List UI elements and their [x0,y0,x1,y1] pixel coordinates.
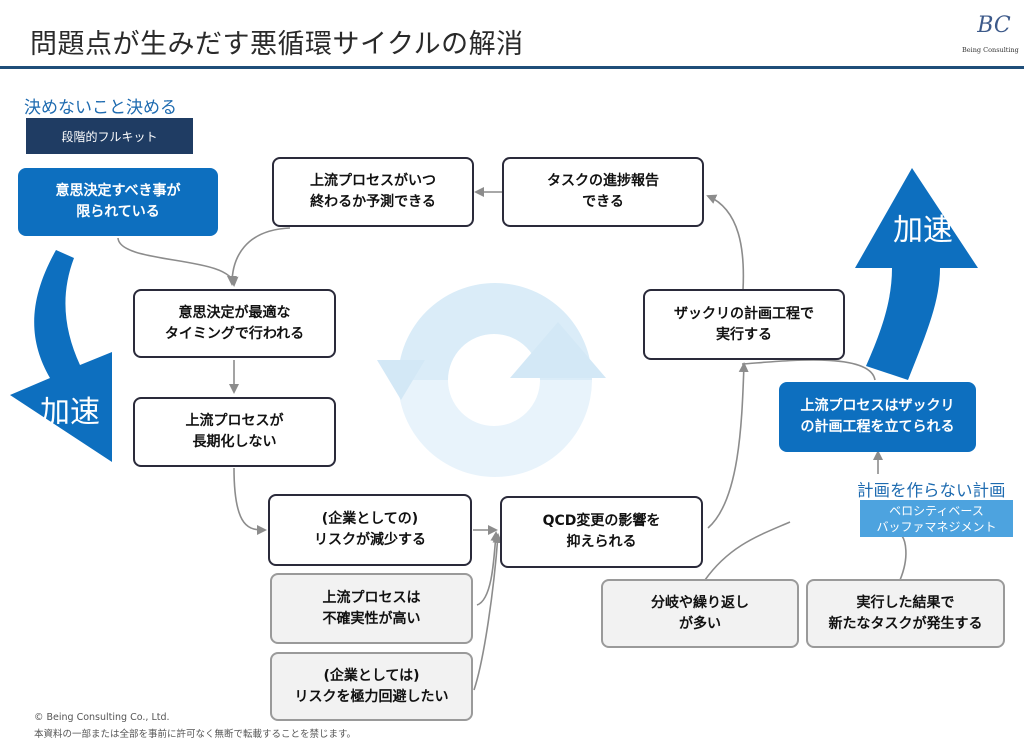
box-new-tasks: 実行した結果で 新たなタスクが発生する [806,579,1005,648]
right-heading: 計画を作らない計画 [857,481,1006,500]
footer-notice: 本資料の一部または全部を事前に許可なく無断で転載することを禁じます。 [34,729,357,740]
box-not-prolonged: 上流プロセスが 長期化しない [133,397,336,467]
right-tag: ベロシティベース バッファマネジメント [860,500,1013,537]
box-avoid-risk: (企業としては) リスクを極力回避したい [270,652,473,721]
logo-mark: BC [977,13,1011,38]
box-risk-reduced: (企業としての) リスクが減少する [268,494,472,566]
cycle-icon [377,282,606,477]
left-accelerate-arrow [10,250,112,462]
right-accelerate-arrow [855,168,978,380]
box-uncertainty-high: 上流プロセスは 不確実性が高い [270,573,473,644]
page-title: 問題点が生みだす悪循環サイクルの解消 [30,29,524,60]
right-accelerate-label: 加速 [893,213,953,248]
box-rough-plan-execute: ザックリの計画工程で 実行する [643,289,845,360]
title-divider [0,66,1024,69]
right-tag-line2: バッファマネジメント [876,519,997,534]
logo-text: Being Consulting [962,46,1019,54]
company-logo: BC Being Consulting [962,6,1019,62]
right-tag-line1: ベロシティベース [889,503,984,518]
box-branch-repeat: 分岐や繰り返し が多い [601,579,799,648]
box-qcd-suppressed: QCD変更の影響を 抑えられる [500,496,703,568]
footer-copyright: © Being Consulting Co., Ltd. [34,712,170,723]
left-heading: 決めないこと決める [24,98,177,118]
box-rough-plan-make: 上流プロセスはザックリ の計画工程を立てられる [779,382,976,452]
left-tag: 段階的フルキット [26,118,193,154]
box-optimal-timing: 意思決定が最適な タイミングで行われる [133,289,336,358]
box-progress-report: タスクの進捗報告 できる [502,157,704,227]
box-upstream-predict: 上流プロセスがいつ 終わるか予測できる [272,157,474,227]
left-accelerate-label: 加速 [40,395,100,430]
box-decision-limited: 意思決定すべき事が 限られている [18,168,218,236]
